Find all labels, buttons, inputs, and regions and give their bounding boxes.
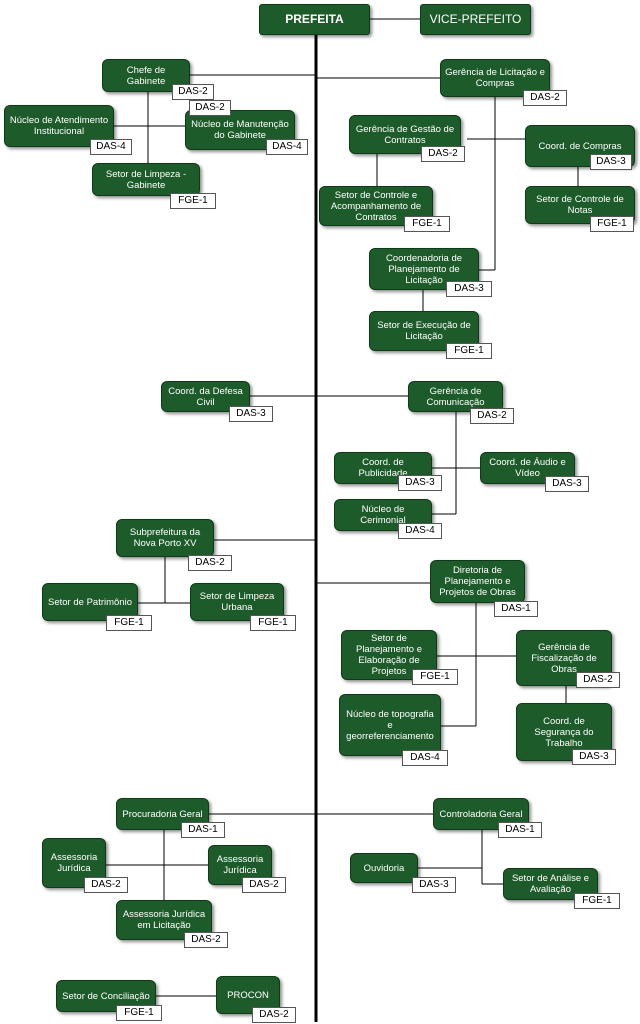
unit-name: Setor de Execução de Licitação [377,320,471,342]
unit-code-tag: DAS-3 [398,475,442,491]
unit-name: Assessoria Jurídica em Licitação [122,909,206,931]
unit-setor-patrimonio: Setor de Patrimônio [42,583,138,621]
unit-code-tag: DAS-4 [90,139,132,155]
unit-ouvidoria: Ouvidoria [350,853,418,883]
unit-diretoria-obras: Diretoria de Planejamento e Projetos de … [430,560,525,603]
unit-code-tag: DAS-1 [181,822,225,838]
unit-code-tag: FGE-1 [446,343,492,359]
unit-name: Setor de Conciliação [62,990,150,1002]
unit-name: Procuradoria Geral [122,808,203,820]
unit-code-tag: DAS-2 [84,877,128,893]
unit-code-tag: DAS-3 [590,154,632,170]
unit-code-tag: DAS-2 [421,146,465,162]
unit-code-tag: FGE-1 [106,615,152,631]
unit-name: Coord. de Segurança do Trabalho [534,715,594,749]
unit-coord-publicidade: Coord. de Publicidade [334,452,432,484]
unit-name: Gerência de Gestão de Contratos [355,123,455,146]
unit-name: Núcleo de Cerimonial [360,504,406,526]
unit-name: Coordenadoria de Planejamento de Licitaç… [385,252,463,286]
unit-name: Setor de Limpeza Urbana [199,591,275,613]
unit-code-tag: FGE-1 [250,615,296,631]
unit-code-tag: DAS-1 [498,822,542,838]
unit-name: Setor de Controle e Acompanhamento de Co… [330,189,422,223]
unit-code-tag: FGE-1 [170,193,216,209]
unit-name: Diretoria de Planejamento e Projetos de … [439,565,516,598]
unit-code-tag: DAS-2 [172,84,214,100]
unit-name: Gerência de Comunicação [426,385,485,408]
unit-name: Setor de Limpeza - Gabinete [105,168,187,191]
unit-name: Gerência de Fiscalização de Obras [531,641,597,675]
unit-code-tag: DAS-2 [188,555,232,571]
unit-code-tag: DAS-2 [252,1007,296,1023]
unit-code-tag: DAS-3 [229,406,273,422]
vice-prefeito-box: VICE-PREFEITO [420,4,531,35]
unit-name: Coord. de Áudio e Vídeo [489,457,566,479]
unit-code-tag: DAS-2 [470,408,514,424]
unit-name: Núcleo de Manutenção do Gabinete [191,119,289,141]
unit-name: Coord. da Defesa Civil [168,385,243,408]
unit-name: Ouvidoria [363,862,405,874]
unit-name: Assessoria Jurídica [216,854,264,876]
unit-name: Setor de Controle de Notas [536,194,624,216]
unit-gerencia-comunicacao: Gerência de Comunicação [408,381,503,412]
unit-code-tag: DAS-3 [572,749,616,765]
unit-code-tag: DAS-2 [523,90,567,106]
prefeita-label: PREFEITA [285,12,344,26]
unit-name: Coord. de Compras [538,140,622,152]
unit-code-tag: FGE-1 [590,216,634,232]
vice-prefeito-label: VICE-PREFEITO [429,12,522,26]
unit-name: Controladoria Geral [439,808,523,820]
unit-subprefeitura: Subprefeitura da Nova Porto XV [116,519,214,557]
unit-nucleo-topografia: Núcleo de topografia e georreferenciamen… [339,694,441,756]
unit-name: Núcleo de Atendimento Institucional [9,115,109,137]
prefeita-box: PREFEITA [259,4,370,35]
unit-code-tag: FGE-1 [574,893,620,909]
unit-name: Subprefeitura da Nova Porto XV [129,527,201,549]
unit-code-tag: DAS-2 [242,877,286,893]
unit-name: Gerência de Licitação e Compras [445,67,545,89]
unit-code-tag: FGE-1 [412,669,458,685]
unit-name: Coord. de Publicidade [358,457,408,479]
unit-code-tag: DAS-2 [184,932,228,948]
unit-code-tag: FGE-1 [116,1005,162,1021]
unit-setor-limpeza-urbana: Setor de Limpeza Urbana [190,583,284,621]
unit-name: Setor de Análise e Avaliação [511,873,590,895]
unit-code-tag: DAS-2 [189,100,231,116]
unit-name: Núcleo de topografia e georreferenciamen… [346,708,434,742]
unit-code-tag: DAS-3 [446,281,492,297]
unit-name: Assessoria Jurídica [50,852,98,874]
unit-procuradoria-geral: Procuradoria Geral [116,798,209,830]
unit-code-tag: FGE-1 [404,216,450,232]
unit-chefe-gabinete: Chefe de Gabinete [102,59,190,92]
unit-code-tag: DAS-3 [545,476,589,492]
unit-code-tag: DAS-4 [398,523,442,539]
unit-code-tag: DAS-1 [494,601,538,617]
unit-code-tag: DAS-2 [576,672,620,688]
unit-setor-limpeza-gabinete: Setor de Limpeza - Gabinete [92,163,200,196]
unit-code-tag: DAS-3 [412,877,456,893]
unit-code-tag: DAS-4 [402,750,448,766]
unit-name: Setor de Planejamento e Elaboração de Pr… [355,633,423,677]
unit-code-tag: DAS-4 [266,139,308,155]
unit-name: Chefe de Gabinete [126,64,166,87]
unit-gerencia-licitacao: Gerência de Licitação e Compras [440,59,550,97]
unit-name: Setor de Patrimônio [48,596,132,608]
unit-name: PROCON [227,989,269,1001]
